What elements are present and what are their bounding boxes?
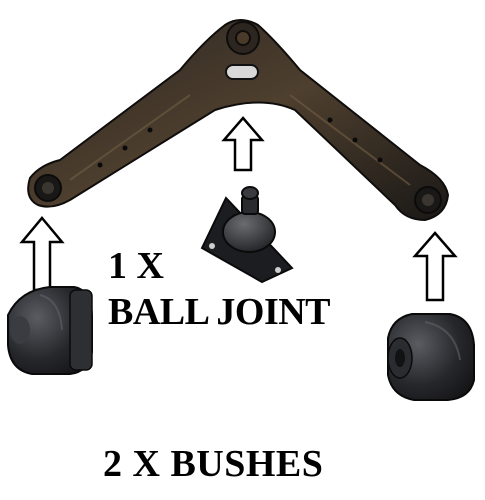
arrow-up-right bbox=[412, 231, 458, 302]
control-arm bbox=[27, 19, 450, 222]
ball-joint-label: BALL JOINT bbox=[108, 291, 331, 333]
ball-joint-quantity: 1 X bbox=[108, 245, 164, 287]
arrow-up-center bbox=[221, 116, 265, 172]
ball-joint bbox=[200, 186, 294, 284]
bush-right bbox=[387, 313, 475, 401]
bush-left bbox=[7, 286, 93, 375]
arrow-up-left bbox=[19, 216, 65, 292]
bushes-label: 2 X BUSHES bbox=[103, 443, 324, 485]
